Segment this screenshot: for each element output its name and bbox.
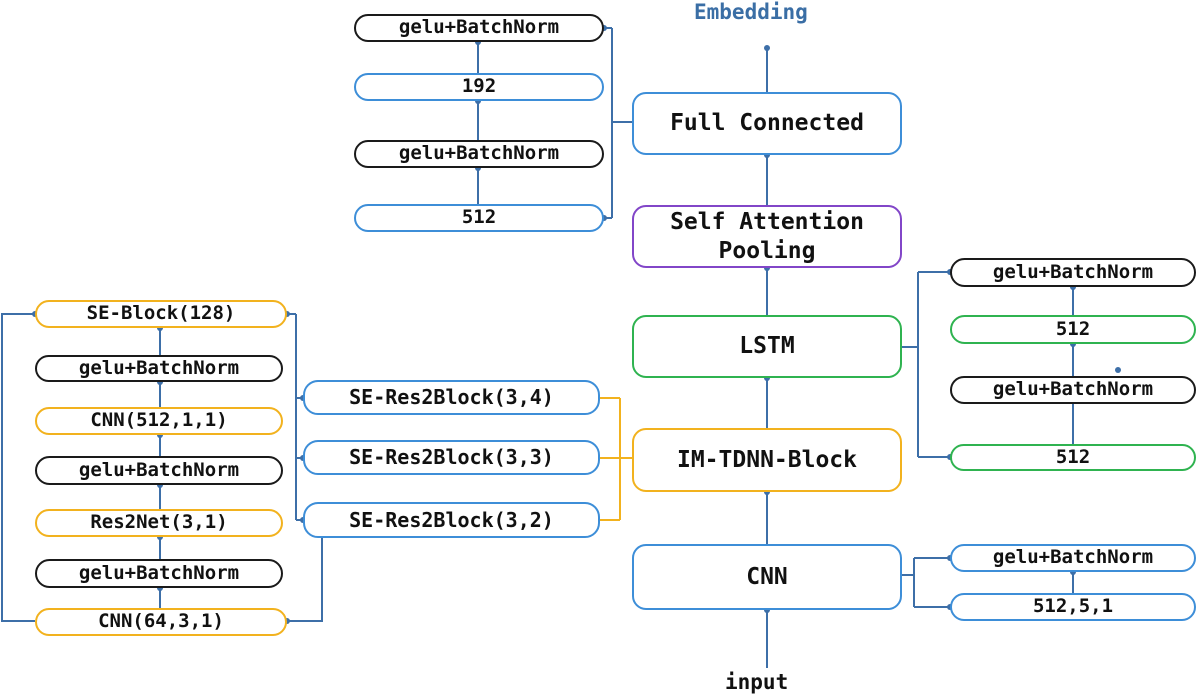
wire-blocks-to-detail	[287, 313, 303, 521]
block-gelu-batchnorm-1: gelu+BatchNorm	[35, 355, 283, 382]
lstm-size-512-top: 512	[950, 315, 1196, 344]
junction-dot	[1115, 367, 1121, 373]
cnn-params: 512,5,1	[950, 593, 1196, 621]
cnn-512-1-1: CNN(512,1,1)	[35, 407, 283, 435]
junction-dot	[764, 45, 770, 51]
fc-gelu-batchnorm-mid: gelu+BatchNorm	[354, 140, 604, 168]
wire-block-skip	[1, 313, 35, 622]
se-block-128: SE-Block(128)	[35, 300, 287, 328]
fc-size-192: 192	[354, 73, 604, 101]
cnn-64-3-1: CNN(64,3,1)	[35, 608, 287, 636]
fc-gelu-batchnorm-top: gelu+BatchNorm	[354, 14, 604, 42]
wire-cnn-bracket	[900, 557, 950, 608]
cnn-block: CNN	[632, 544, 902, 610]
block-gelu-batchnorm-3: gelu+BatchNorm	[35, 559, 283, 588]
input-label: input	[725, 670, 789, 694]
lstm-size-512-bottom: 512	[950, 444, 1196, 471]
lstm-gelu-batchnorm-top: gelu+BatchNorm	[950, 258, 1196, 287]
wire-lstm-bracket	[900, 271, 950, 458]
self-attention-pooling-block: Self Attention Pooling	[632, 205, 902, 268]
lstm-block: LSTM	[632, 315, 902, 378]
full-connected-block: Full Connected	[632, 92, 902, 155]
embedding-label: Embedding	[694, 0, 808, 24]
im-tdnn-block: IM-TDNN-Block	[632, 428, 902, 492]
se-res2block-3-2: SE-Res2Block(3,2)	[303, 502, 600, 538]
self-attention-line2: Pooling	[718, 237, 816, 264]
se-res2block-3-4: SE-Res2Block(3,4)	[303, 380, 600, 415]
cnn-gelu-batchnorm: gelu+BatchNorm	[950, 544, 1196, 572]
res2net-3-1: Res2Net(3,1)	[35, 509, 283, 537]
lstm-gelu-batchnorm-mid: gelu+BatchNorm	[950, 376, 1196, 404]
se-res2block-3-3: SE-Res2Block(3,3)	[303, 440, 600, 475]
wire-imtdnn-to-blocks	[600, 397, 632, 521]
self-attention-line1: Self Attention	[670, 208, 864, 235]
block-gelu-batchnorm-2: gelu+BatchNorm	[35, 456, 283, 485]
fc-size-512: 512	[354, 204, 604, 232]
wire-fc-bracket	[604, 27, 632, 219]
